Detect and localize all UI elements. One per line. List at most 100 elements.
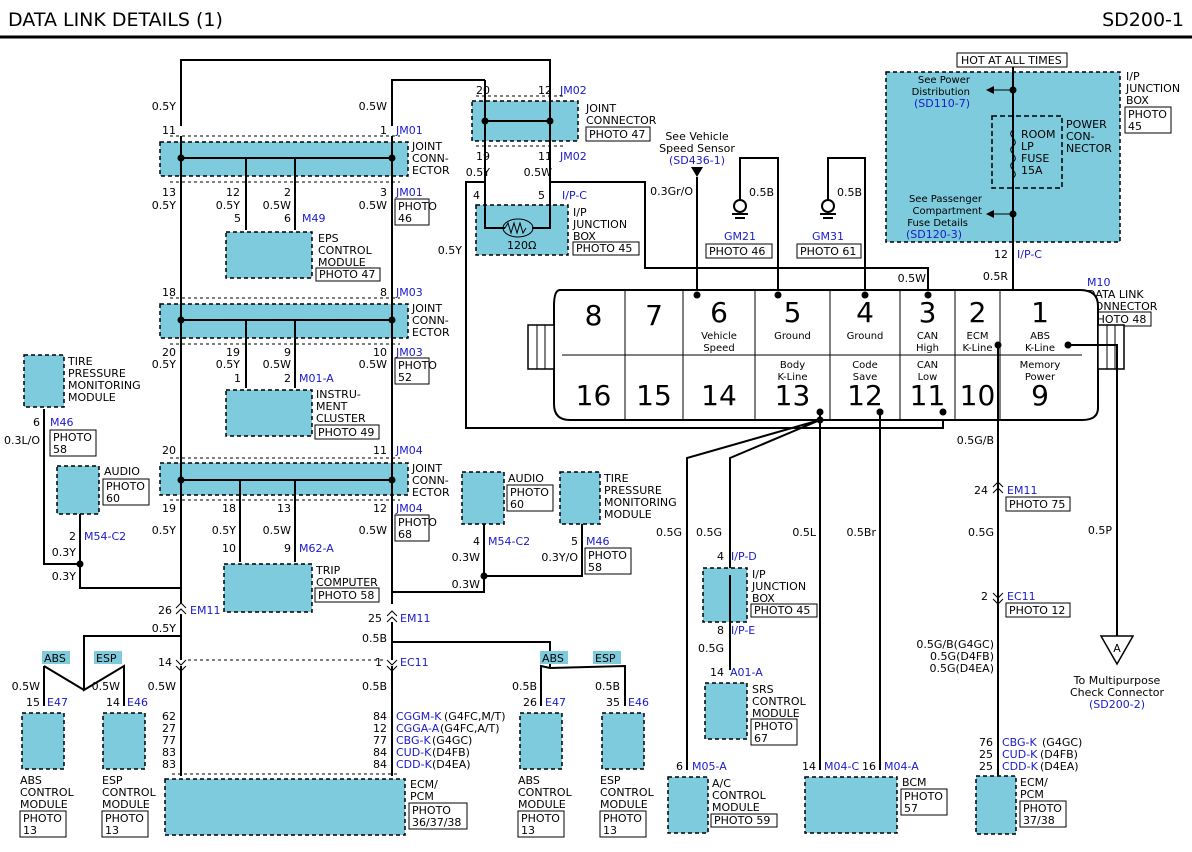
svg-text:(SD120-3): (SD120-3) (906, 228, 962, 241)
ground-gm31: 0.5B GM31 PHOTO 61 (796, 157, 866, 295)
svg-text:MENT: MENT (316, 400, 348, 413)
svg-text:MODULE: MODULE (600, 798, 648, 811)
dlc-pin-signal: Low (918, 372, 938, 383)
dlc-pin-14: 14 (701, 379, 737, 412)
dlc-pin-signal: CAN (917, 360, 938, 371)
svg-text:25: 25 (979, 748, 993, 761)
svg-text:(D4FB): (D4FB) (432, 746, 470, 759)
svg-text:NECTOR: NECTOR (1066, 142, 1112, 155)
svg-text:4: 4 (473, 535, 480, 548)
svg-text:18: 18 (222, 502, 236, 515)
svg-text:MONITORING: MONITORING (68, 379, 141, 392)
svg-text:LP: LP (1021, 140, 1034, 153)
jm02-pin-11: 11 (538, 150, 552, 163)
jm01-label-3: ECTOR (412, 164, 450, 177)
svg-text:CONNECTOR: CONNECTOR (1087, 300, 1158, 313)
svg-text:PHOTO 48: PHOTO 48 (1090, 313, 1146, 326)
svg-text:CONN-: CONN- (412, 474, 449, 487)
svg-text:0.3Y: 0.3Y (52, 546, 76, 559)
svg-text:A01-A: A01-A (730, 666, 763, 679)
svg-text:CONN-: CONN- (412, 314, 449, 327)
svg-text:1: 1 (234, 372, 241, 385)
svg-text:ESP: ESP (102, 774, 123, 787)
svg-text:9: 9 (284, 542, 291, 555)
svg-text:ESP: ESP (600, 774, 621, 787)
esp-tag-right: ESP (595, 652, 616, 665)
svg-text:E47: E47 (47, 696, 68, 709)
jm01-wire-13: 0.5Y (152, 199, 176, 212)
jm01-label-1: JOINT (411, 140, 442, 153)
svg-text:6: 6 (676, 760, 683, 773)
svg-text:JM04: JM04 (395, 444, 423, 457)
svg-text:BCM: BCM (902, 776, 927, 789)
svg-text:0.5B: 0.5B (362, 680, 387, 693)
dlc-pin-number: 1 (1031, 296, 1049, 329)
svg-text:M54-C2: M54-C2 (84, 530, 126, 543)
svg-text:9: 9 (284, 346, 291, 359)
svg-text:SRS: SRS (752, 683, 774, 696)
svg-text:45: 45 (1128, 120, 1142, 133)
svg-text:M54-C2: M54-C2 (488, 535, 530, 548)
svg-text:0.5W: 0.5W (263, 358, 291, 371)
svg-text:0.5G(D4EA): 0.5G(D4EA) (929, 662, 994, 675)
svg-text:25: 25 (979, 760, 993, 773)
dlc-pin-16: 16 (576, 379, 612, 412)
svg-text:MONITORING: MONITORING (604, 496, 677, 509)
can-high-wire-label: 0.5W (898, 272, 926, 285)
svg-text:0.5G: 0.5G (696, 526, 722, 539)
svg-text:See Passenger: See Passenger (909, 194, 983, 205)
svg-text:0.5Y: 0.5Y (438, 244, 462, 257)
svg-text:0.5B: 0.5B (512, 680, 537, 693)
svg-text:M49: M49 (302, 212, 326, 225)
svg-text:12: 12 (994, 248, 1008, 261)
svg-text:5: 5 (571, 535, 578, 548)
svg-text:0.5B: 0.5B (595, 680, 620, 693)
svg-text:ROOM: ROOM (1021, 128, 1055, 141)
svg-text:CGGM-K: CGGM-K (396, 710, 442, 723)
jm02-wire-right: 0.5W (524, 166, 552, 179)
svg-text:35: 35 (606, 696, 620, 709)
vehicle-speed-sensor-ref: See Vehicle Speed Sensor (SD436-1) 0.3Gr… (650, 130, 735, 295)
svg-text:PHOTO: PHOTO (105, 812, 144, 825)
svg-text:I/P-E: I/P-E (731, 624, 755, 637)
svg-text:18: 18 (162, 286, 176, 299)
jm02-wire-left: 0.5Y (466, 166, 490, 179)
svg-text:0.5G/B: 0.5G/B (957, 434, 994, 447)
tpms-module-left: TIRE PRESSURE MONITORING MODULE 6 M46 PH… (4, 354, 141, 565)
svg-text:57: 57 (904, 802, 918, 815)
jm01-label-2: CONN- (412, 152, 449, 165)
eps-control-module: 5 6 M49 EPS CONTROL MODULE PHOTO 47 (225, 182, 381, 282)
jm04-joint-connector: 20 11 JM04 JOINT CONN- ECTOR 19 18 13 12… (152, 444, 450, 542)
svg-text:PCM: PCM (1020, 788, 1044, 801)
svg-text:GM21: GM21 (724, 230, 756, 243)
svg-text:5: 5 (234, 212, 241, 225)
dlc-pin-7: 7 (645, 299, 663, 332)
svg-text:I/P: I/P (1126, 70, 1140, 83)
jm02-pin-19: 19 (476, 150, 490, 163)
svg-text:0.5G/B(G4GC): 0.5G/B(G4GC) (916, 638, 994, 651)
svg-text:Distribution: Distribution (912, 87, 970, 98)
svg-text:0.5W: 0.5W (263, 524, 291, 537)
svg-text:PHOTO: PHOTO (1128, 108, 1167, 121)
ac-control-module: 6 M05-A A/C CONTROL MODULE PHOTO 59 (667, 760, 778, 834)
svg-text:8: 8 (380, 286, 387, 299)
trip-computer: 10 9 M62-A TRIP COMPUTER PHOTO 58 (222, 500, 380, 613)
jm02-pin-20: 20 (476, 84, 490, 97)
svg-text:2: 2 (69, 530, 76, 543)
svg-text:PHOTO 49: PHOTO 49 (318, 426, 374, 439)
svg-text:M04-C: M04-C (824, 760, 859, 773)
svg-text:PHOTO 75: PHOTO 75 (1009, 498, 1065, 511)
svg-text:MODULE: MODULE (712, 801, 760, 814)
dlc-pin-number: 13 (775, 379, 811, 412)
svg-text:ECM/: ECM/ (1020, 776, 1048, 789)
svg-text:19: 19 (226, 346, 240, 359)
dlc-pin-8: 8 (585, 299, 603, 332)
esp-tag-left: ESP (96, 652, 117, 665)
svg-text:0.5G: 0.5G (698, 642, 724, 655)
svg-text:2: 2 (284, 372, 291, 385)
